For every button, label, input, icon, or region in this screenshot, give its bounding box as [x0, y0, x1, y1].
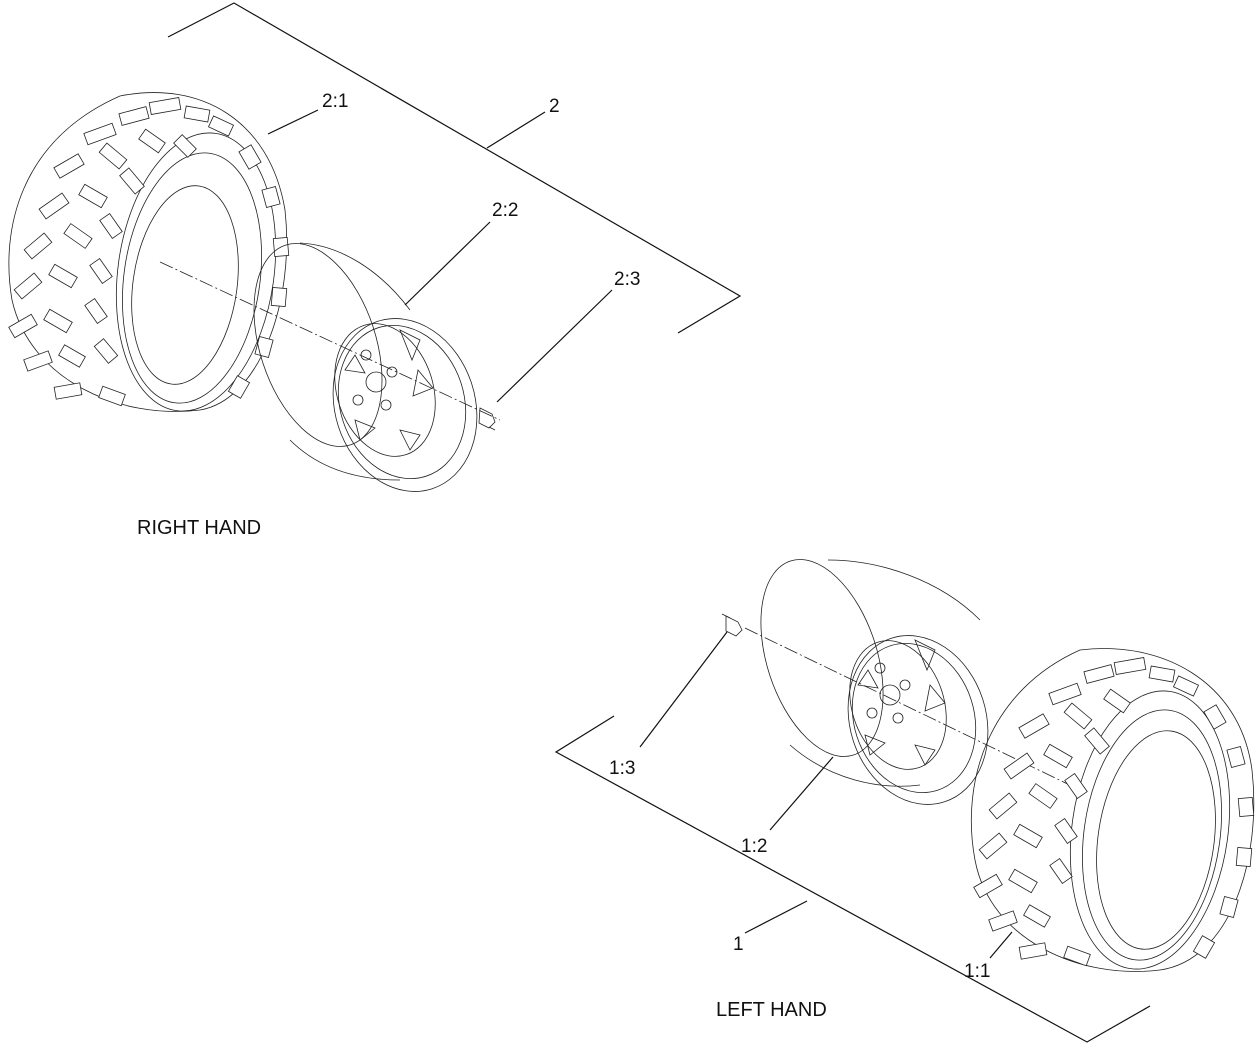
callout-1: 1: [733, 934, 744, 955]
callout-1-1: 1:1: [964, 961, 990, 982]
valve-stem-right: [478, 407, 496, 431]
tire-left: [970, 648, 1255, 972]
leader-line-1-2: [769, 756, 834, 831]
assembly-bracket-1: [554, 715, 1151, 1043]
valve-stem-left: [721, 613, 743, 637]
leader-line-1: [744, 900, 808, 934]
callout-1-2: 1:2: [741, 836, 767, 857]
callout-2: 2: [549, 96, 560, 117]
centerline-right: [159, 261, 501, 421]
callout-2-3: 2:3: [614, 269, 640, 290]
caption-right-hand: RIGHT HAND: [137, 517, 261, 539]
callout-2-2: 2:2: [492, 200, 518, 221]
leader-line-2-3: [496, 289, 613, 403]
leader-line-1-3: [639, 631, 728, 748]
wheel-right: [253, 242, 478, 492]
callout-1-3: 1:3: [609, 758, 635, 779]
leader-line-2: [486, 111, 546, 149]
leader-line-2-1: [267, 109, 319, 135]
tire-right: [8, 92, 290, 412]
caption-left-hand: LEFT HAND: [716, 999, 827, 1021]
assembly-bracket-2: [167, 2, 742, 334]
callout-2-1: 2:1: [322, 91, 348, 112]
leader-line-1-1: [989, 931, 1013, 959]
leader-line-2-2: [404, 221, 491, 306]
wheel-left: [760, 559, 989, 805]
